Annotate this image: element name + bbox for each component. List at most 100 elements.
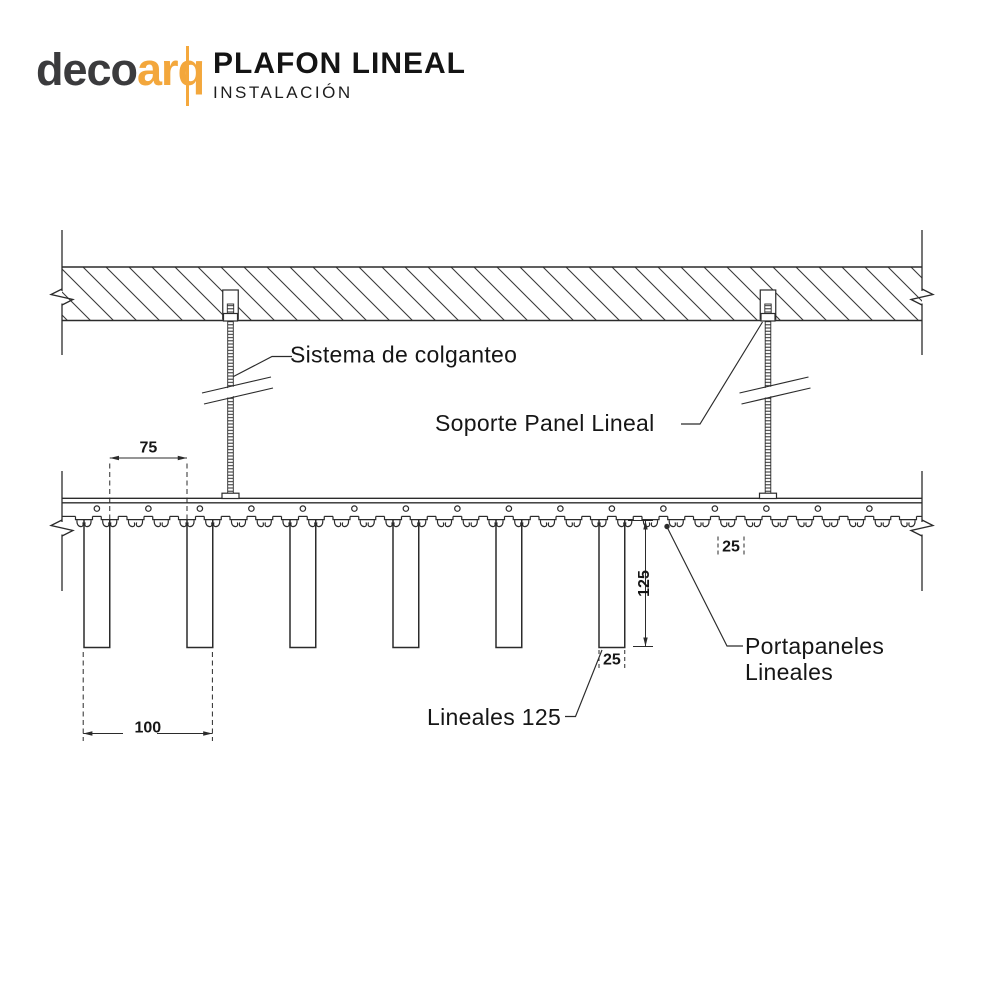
hook-curl-right bbox=[264, 520, 272, 528]
threaded-rod bbox=[764, 321, 772, 495]
hook-curl-right bbox=[470, 520, 478, 528]
hook-curl-right bbox=[213, 520, 221, 528]
hook-curl-right bbox=[856, 520, 865, 528]
hook-curl-left bbox=[874, 520, 882, 528]
break-symbol bbox=[49, 288, 75, 306]
hook-curl-left bbox=[230, 520, 239, 528]
dimension-125: 125 bbox=[628, 520, 653, 647]
hook-curl-right bbox=[496, 520, 504, 528]
hook-curl-right bbox=[676, 520, 684, 528]
hook-curl-left bbox=[900, 520, 908, 528]
hook-curl-left bbox=[488, 520, 496, 528]
hook-hat bbox=[744, 516, 763, 521]
hook-curl-left bbox=[411, 520, 419, 528]
label-hanging-system: Sistema de colganteo bbox=[290, 342, 517, 368]
hook-hat bbox=[177, 516, 197, 521]
leader-lines bbox=[233, 321, 763, 718]
hook-curl-left bbox=[539, 520, 548, 528]
linear-panel bbox=[83, 519, 111, 649]
dim75-arrow-right bbox=[177, 455, 187, 461]
dim25a-value: 25 bbox=[722, 539, 740, 556]
dim100-arrow-left bbox=[83, 731, 93, 736]
hook-curl-left bbox=[565, 520, 573, 528]
hook-curl-right bbox=[419, 520, 427, 528]
leader-panel-support bbox=[681, 321, 763, 425]
hook-curl-left bbox=[848, 520, 857, 528]
carrier-hole bbox=[196, 505, 204, 512]
hook-curl-right bbox=[908, 520, 916, 528]
hook-curl-right bbox=[753, 520, 762, 528]
hook-hat bbox=[332, 516, 351, 521]
hook-hat bbox=[667, 516, 686, 521]
hook-curl-right bbox=[805, 520, 813, 528]
hook-curl-right bbox=[522, 520, 530, 528]
hook-hat bbox=[229, 516, 248, 521]
carrier-hole bbox=[351, 505, 358, 512]
hook-curl-right bbox=[650, 520, 659, 528]
hook-hat bbox=[74, 516, 94, 521]
hook-curl-left bbox=[102, 520, 110, 528]
linear-panel bbox=[186, 519, 214, 649]
hook-hat bbox=[718, 516, 737, 521]
hook-curl-left bbox=[617, 520, 625, 528]
hook-hat bbox=[641, 516, 660, 521]
slab-hatch-fill bbox=[62, 267, 922, 321]
hook-curl-left bbox=[823, 520, 831, 528]
dimension-100: 100 bbox=[82, 652, 213, 741]
linear-panel bbox=[598, 519, 626, 649]
carrier-rail bbox=[62, 497, 922, 504]
break-symbol bbox=[909, 288, 935, 306]
hook-hat bbox=[770, 516, 789, 521]
hook-curl-left bbox=[76, 520, 84, 528]
dim125-arrow-bottom bbox=[643, 637, 648, 647]
carrier-hole bbox=[454, 505, 461, 512]
hook-hat bbox=[152, 516, 171, 521]
hook-curl-left bbox=[771, 520, 779, 528]
hook-curl-left bbox=[205, 520, 213, 528]
hook-hat bbox=[100, 516, 119, 521]
rod-break-line bbox=[201, 376, 272, 394]
hook-hat bbox=[203, 516, 222, 521]
label-panel-carrier-line2: Lineales bbox=[745, 659, 833, 685]
carrier-hole bbox=[608, 505, 616, 512]
dim25b-value: 25 bbox=[603, 652, 621, 669]
carrier-hole bbox=[248, 505, 255, 512]
hook-curl-left bbox=[591, 520, 599, 528]
hook-hat bbox=[898, 516, 918, 521]
page-title: PLAFON LINEAL bbox=[213, 47, 466, 80]
hook-curl-left bbox=[359, 520, 367, 528]
dim100-text-mask bbox=[123, 721, 157, 735]
dimension-25-hook-pitch: 25 bbox=[717, 536, 745, 556]
carrier-hole bbox=[814, 505, 822, 512]
hook-hat bbox=[795, 516, 815, 521]
hook-curl-left bbox=[668, 520, 676, 528]
hook-curl-left bbox=[462, 520, 470, 528]
hook-hat bbox=[847, 516, 866, 521]
hook-curl-right bbox=[290, 520, 298, 528]
hook-hat bbox=[538, 516, 557, 521]
hook-hat bbox=[409, 516, 428, 521]
carrier-hole bbox=[93, 505, 101, 512]
leader-panel-carrier bbox=[666, 526, 743, 647]
anchor-nut bbox=[760, 312, 776, 322]
hook-curl-left bbox=[514, 520, 522, 528]
section-cut-borders bbox=[49, 230, 935, 591]
dim75-arrow-left bbox=[109, 455, 119, 461]
rod-break-line bbox=[739, 376, 809, 394]
hook-curl-right bbox=[393, 520, 401, 528]
hook-curl-left bbox=[694, 520, 702, 528]
logo-deco-text: deco bbox=[36, 44, 138, 95]
hook-hat bbox=[280, 516, 300, 521]
rod-break-line bbox=[203, 387, 274, 405]
logo-arq-text: arq bbox=[137, 44, 205, 95]
rod-break-mask bbox=[202, 378, 273, 403]
hanger-rod-assembly bbox=[739, 289, 811, 500]
hook-hat bbox=[692, 516, 712, 521]
hook-hat bbox=[821, 516, 840, 521]
hook-curl-right bbox=[547, 520, 556, 528]
hook-curl-right bbox=[599, 520, 607, 528]
carrier-hole bbox=[660, 505, 667, 512]
hook-curl-left bbox=[308, 520, 316, 528]
